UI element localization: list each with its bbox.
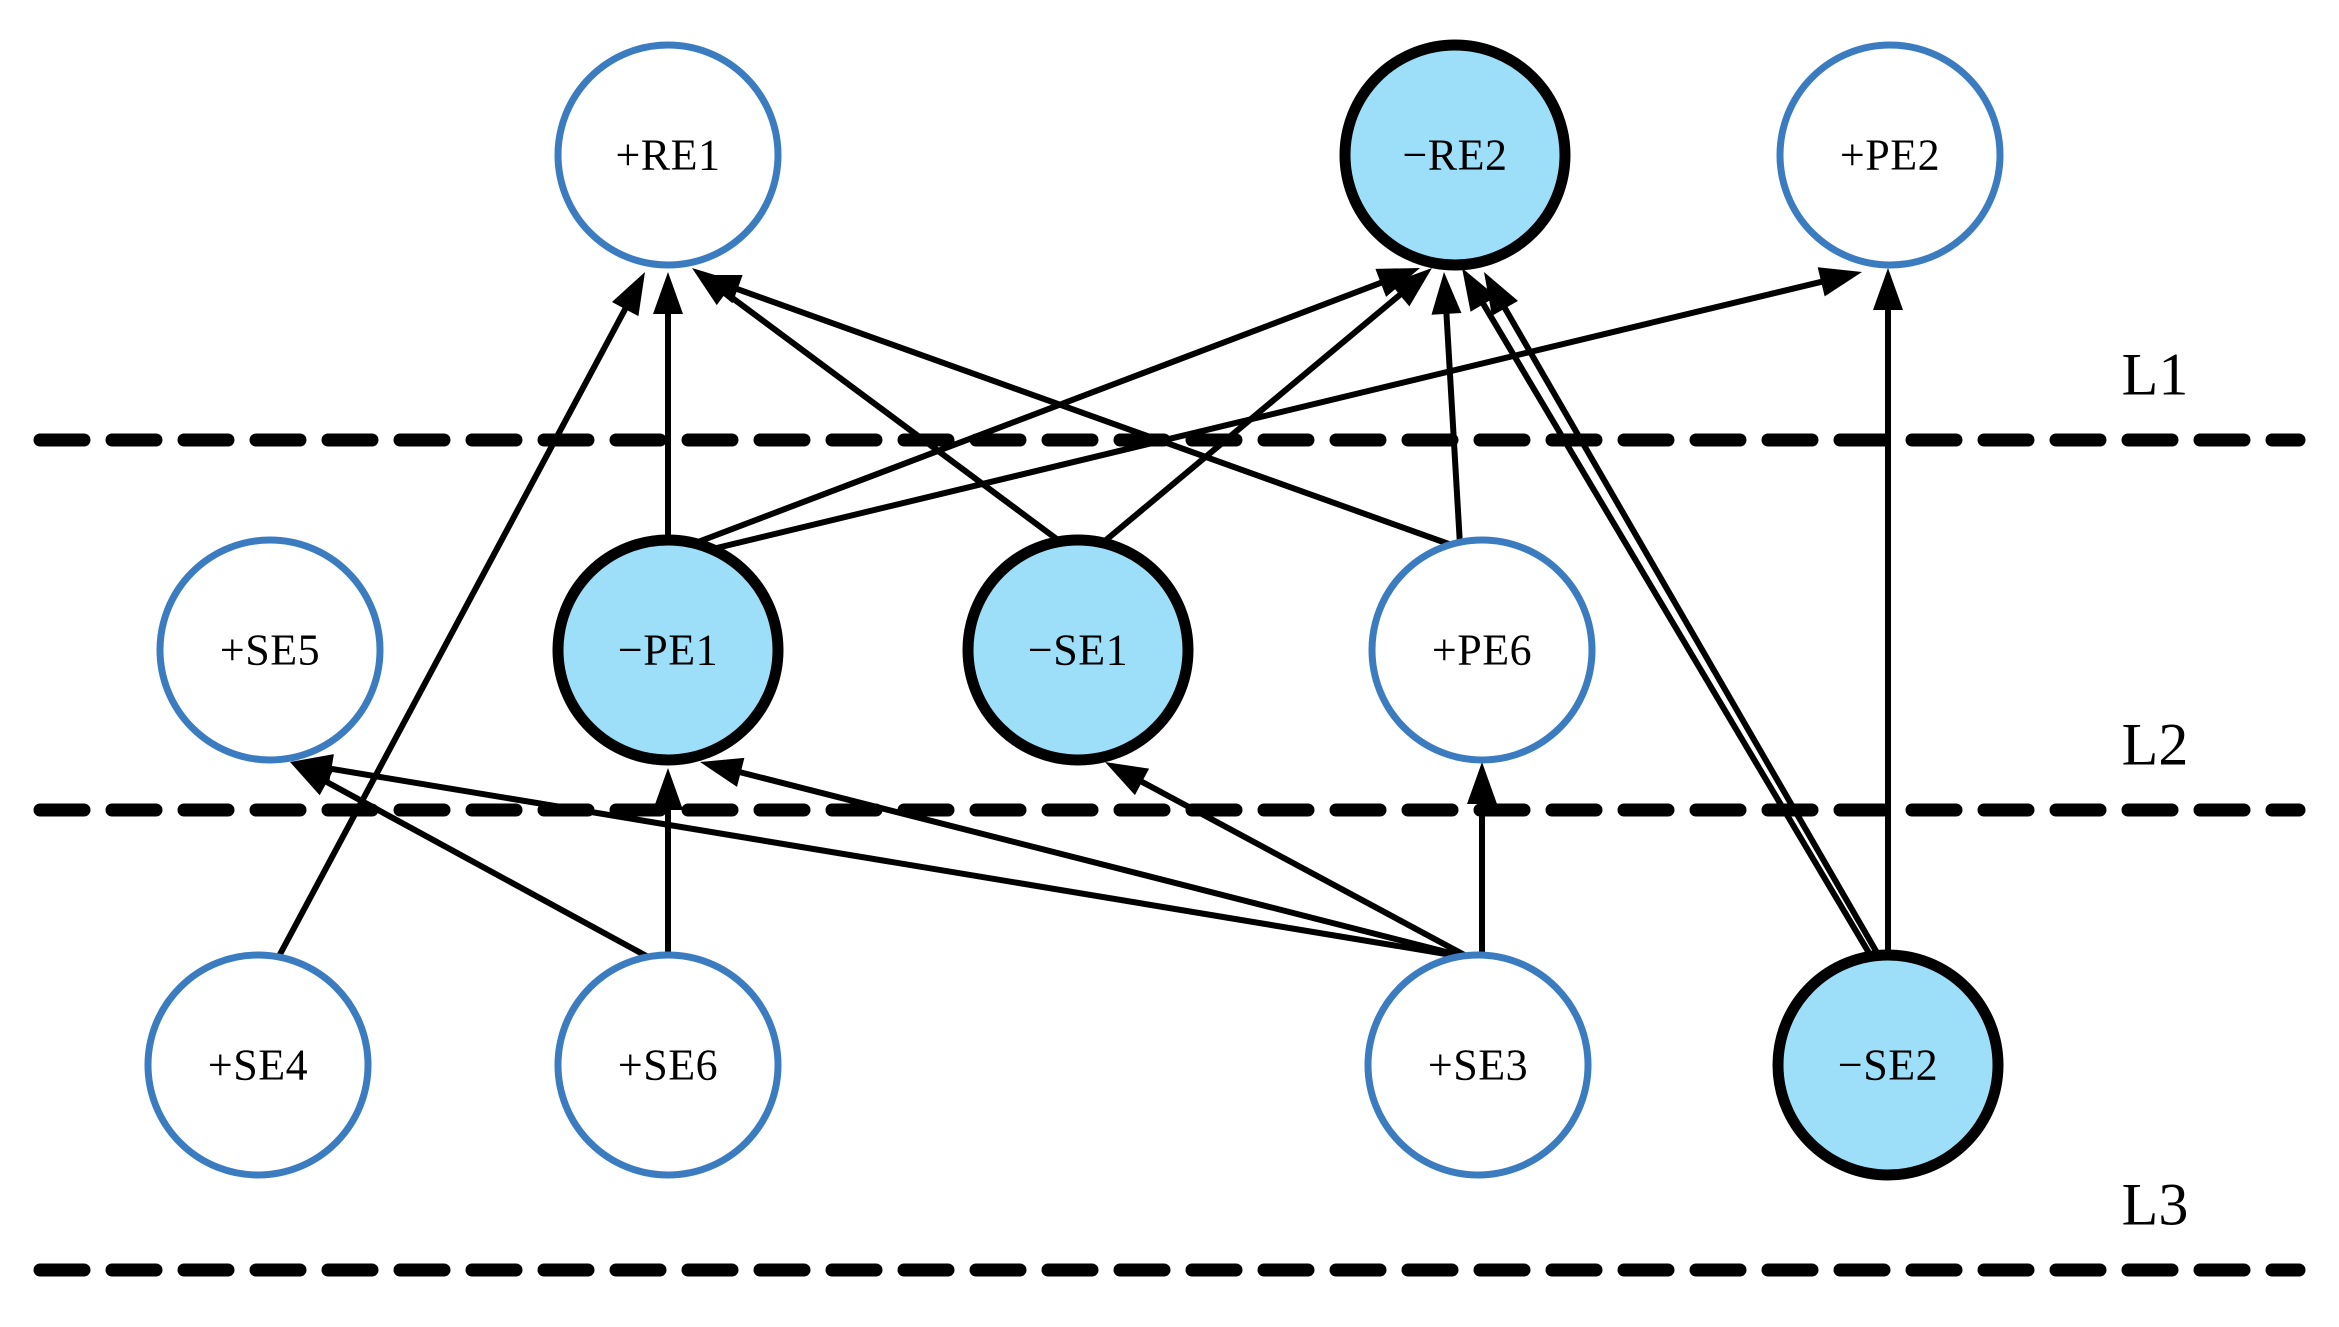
edge-se3-to-se1 [1137, 777, 1472, 961]
node-pe6[interactable] [1368, 536, 1596, 764]
arrowhead-se1-to-re2 [1390, 268, 1432, 307]
node-se4[interactable] [144, 951, 372, 1179]
arrowhead-se3-to-se5 [290, 754, 334, 784]
edge-se1-to-re2 [1098, 290, 1405, 548]
arrowhead-se3-to-pe6 [1467, 762, 1497, 804]
node-re2[interactable] [1339, 39, 1571, 271]
edge-se2-to-re2 [1500, 303, 1883, 960]
arrowhead-se2-to-pe2 [1873, 268, 1903, 310]
arrowhead-se3-to-pe1 [700, 757, 745, 787]
edge-se6-to-se5 [321, 777, 652, 961]
edge-se3-to-pe1 [736, 768, 1471, 961]
layer-label-l2: L2 [2121, 711, 2189, 778]
arrowhead-pe1-to-re1 [653, 272, 683, 314]
node-pe1[interactable] [552, 534, 784, 766]
edge-pe6-to-re2 [1443, 309, 1463, 546]
edge-se4-to-re1 [275, 304, 630, 960]
node-group [144, 39, 2004, 1181]
arrowhead-pe6-to-re2 [1431, 272, 1462, 315]
node-pe2[interactable] [1776, 41, 2004, 269]
node-se1[interactable] [962, 534, 1194, 766]
arrowhead-se4-to-re1 [611, 272, 645, 317]
layer-label-l1: L1 [2121, 341, 2189, 408]
node-re1[interactable] [554, 41, 782, 269]
edge-group [275, 267, 1903, 961]
edge-se1-to-re1 [720, 288, 1060, 543]
edge-se3-to-se5 [326, 765, 1471, 961]
node-se3[interactable] [1364, 951, 1592, 1179]
node-se5[interactable] [156, 536, 384, 764]
arrowhead-pe6-to-re1 [698, 275, 743, 304]
arrowhead-se3-to-se1 [1105, 762, 1150, 796]
node-se2[interactable] [1772, 949, 2004, 1181]
edge-se2-to-re2b [1478, 299, 1875, 960]
edge-pe1-to-pe2 [699, 277, 1826, 555]
edge-pe1-to-re2 [688, 278, 1386, 548]
layer-label-l3: L3 [2121, 1171, 2189, 1238]
arrowhead-se6-to-pe1 [653, 768, 683, 810]
arrowhead-se2-to-re2 [1484, 272, 1518, 316]
arrowhead-se2-to-re2b [1462, 268, 1497, 312]
arrowhead-pe1-to-pe2 [1817, 267, 1862, 297]
edge-pe6-to-re1 [732, 284, 1462, 551]
node-se6[interactable] [554, 951, 782, 1179]
